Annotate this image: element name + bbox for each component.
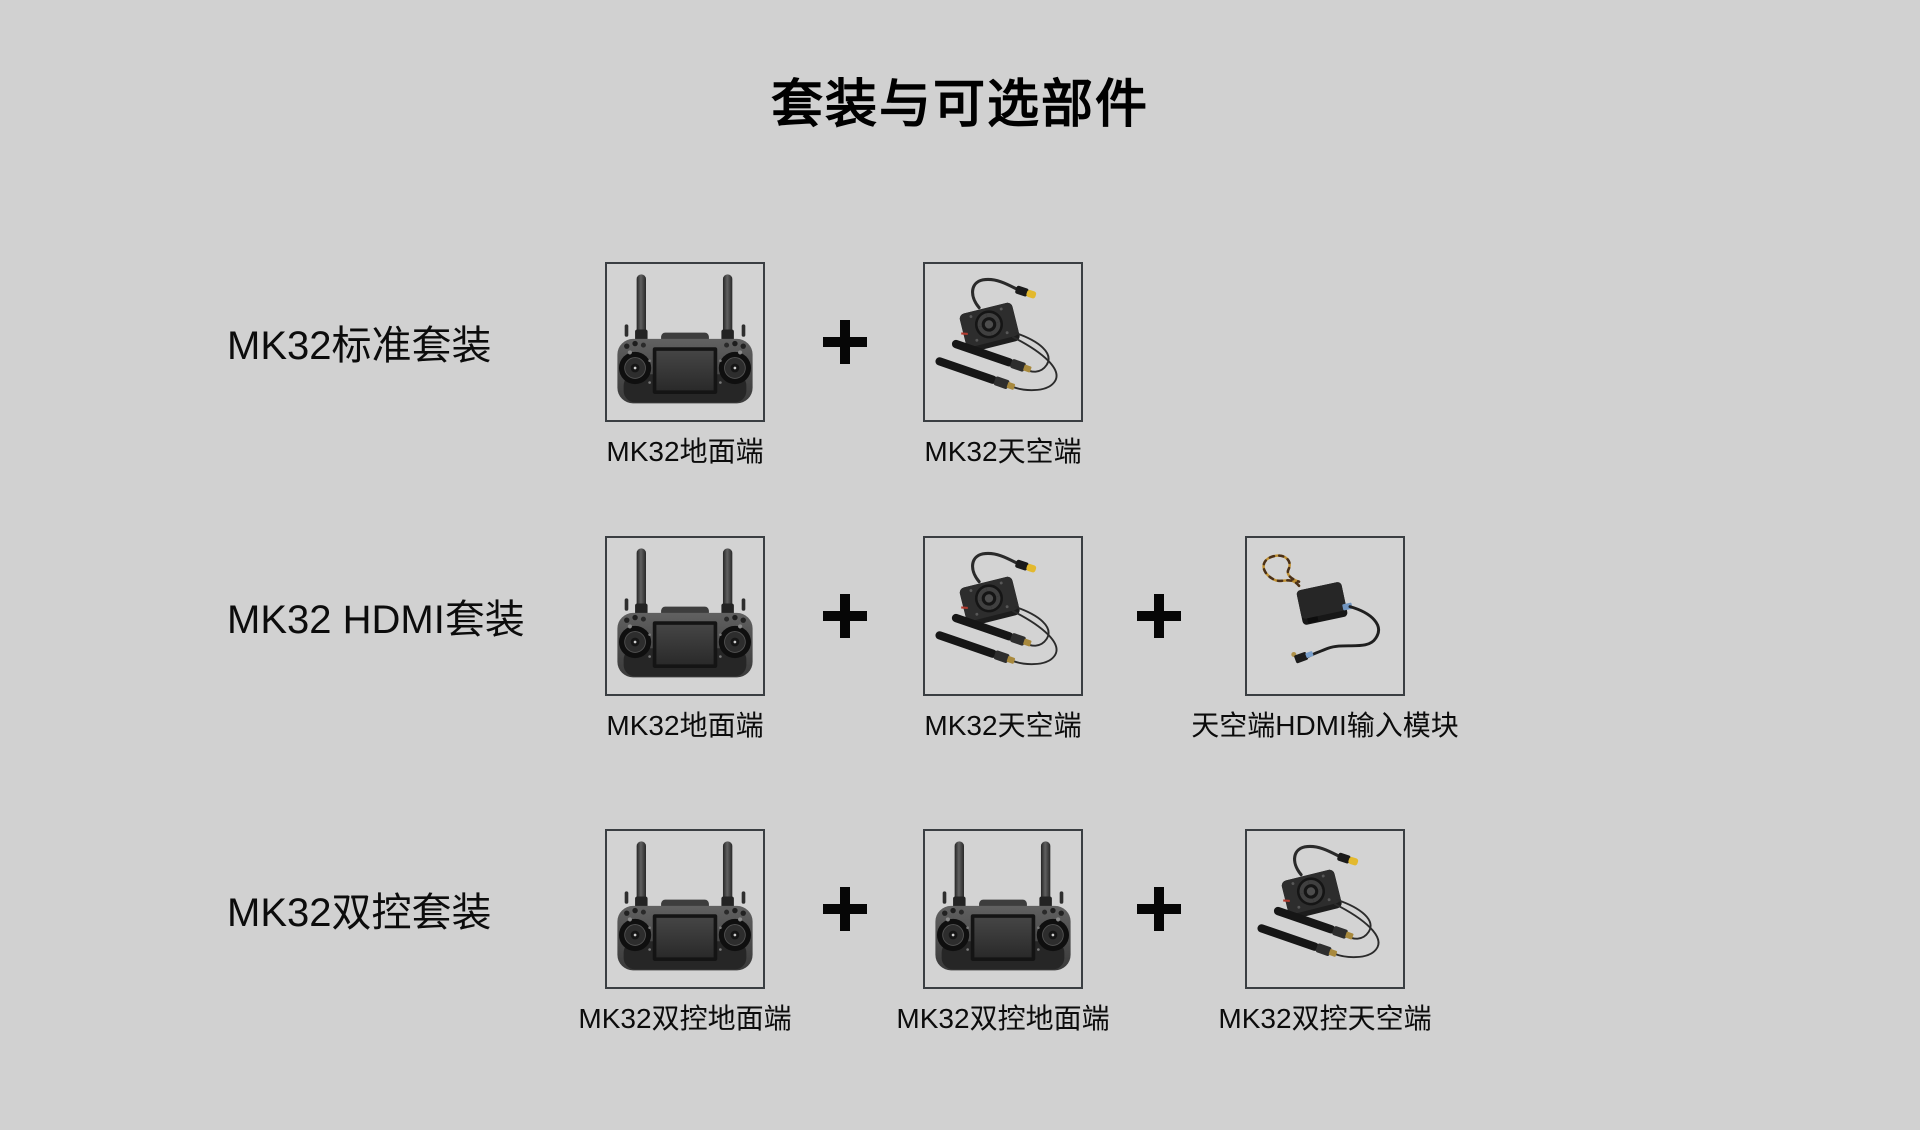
mk32-air-unit-image bbox=[925, 538, 1081, 694]
kit-item: 天空端HDMI输入模块 bbox=[1191, 536, 1459, 741]
kit-row-label: MK32标准套装 bbox=[227, 324, 492, 368]
kit-item: MK32地面端 bbox=[605, 536, 765, 741]
product-photo-box bbox=[605, 536, 765, 696]
plus-icon bbox=[823, 320, 867, 364]
kit-item: MK32双控地面端 bbox=[896, 829, 1110, 1034]
product-photo-box bbox=[923, 262, 1083, 422]
mk32-ground-unit-image bbox=[925, 831, 1081, 987]
kit-row-hdmi: MK32 HDMI套装 MK32地面端 MK32天空端 天空端HDMI输入模块 bbox=[0, 536, 1920, 766]
product-photo-box bbox=[1245, 536, 1405, 696]
product-caption: MK32地面端 bbox=[606, 436, 764, 467]
mk32-ground-unit-image bbox=[607, 264, 763, 420]
kit-item: MK32双控天空端 bbox=[1218, 829, 1432, 1034]
mk32-ground-unit-image bbox=[607, 538, 763, 694]
mk32-air-unit-image bbox=[925, 264, 1081, 420]
product-photo-box bbox=[1245, 829, 1405, 989]
kit-row-dual-control: MK32双控套装 MK32双控地面端 MK32双控地面端 MK32双控天空端 bbox=[0, 829, 1920, 1059]
product-caption: MK32天空端 bbox=[924, 436, 1082, 467]
product-caption: MK32双控地面端 bbox=[578, 1003, 792, 1034]
kit-item: MK32双控地面端 bbox=[578, 829, 792, 1034]
mk32-ground-unit-image bbox=[607, 831, 763, 987]
product-caption: MK32地面端 bbox=[606, 710, 764, 741]
product-caption: MK32双控天空端 bbox=[1218, 1003, 1432, 1034]
mk32-air-unit-image bbox=[1247, 831, 1403, 987]
kit-row-label: MK32双控套装 bbox=[227, 891, 492, 935]
product-photo-box bbox=[923, 829, 1083, 989]
plus-icon bbox=[823, 594, 867, 638]
product-photo-box bbox=[923, 536, 1083, 696]
product-caption: MK32天空端 bbox=[924, 710, 1082, 741]
kit-item: MK32天空端 bbox=[923, 262, 1083, 467]
plus-icon bbox=[1137, 594, 1181, 638]
kit-row-label: MK32 HDMI套装 bbox=[227, 598, 525, 642]
plus-icon bbox=[823, 887, 867, 931]
product-caption: MK32双控地面端 bbox=[896, 1003, 1110, 1034]
kit-item: MK32地面端 bbox=[605, 262, 765, 467]
product-caption: 天空端HDMI输入模块 bbox=[1191, 710, 1459, 741]
kit-row-standard: MK32标准套装 MK32地面端 MK32天空端 bbox=[0, 262, 1920, 492]
plus-icon bbox=[1137, 887, 1181, 931]
hdmi-input-module-image bbox=[1247, 538, 1403, 694]
kit-item: MK32天空端 bbox=[923, 536, 1083, 741]
product-photo-box bbox=[605, 829, 765, 989]
product-photo-box bbox=[605, 262, 765, 422]
page-title: 套装与可选部件 bbox=[770, 76, 1149, 134]
